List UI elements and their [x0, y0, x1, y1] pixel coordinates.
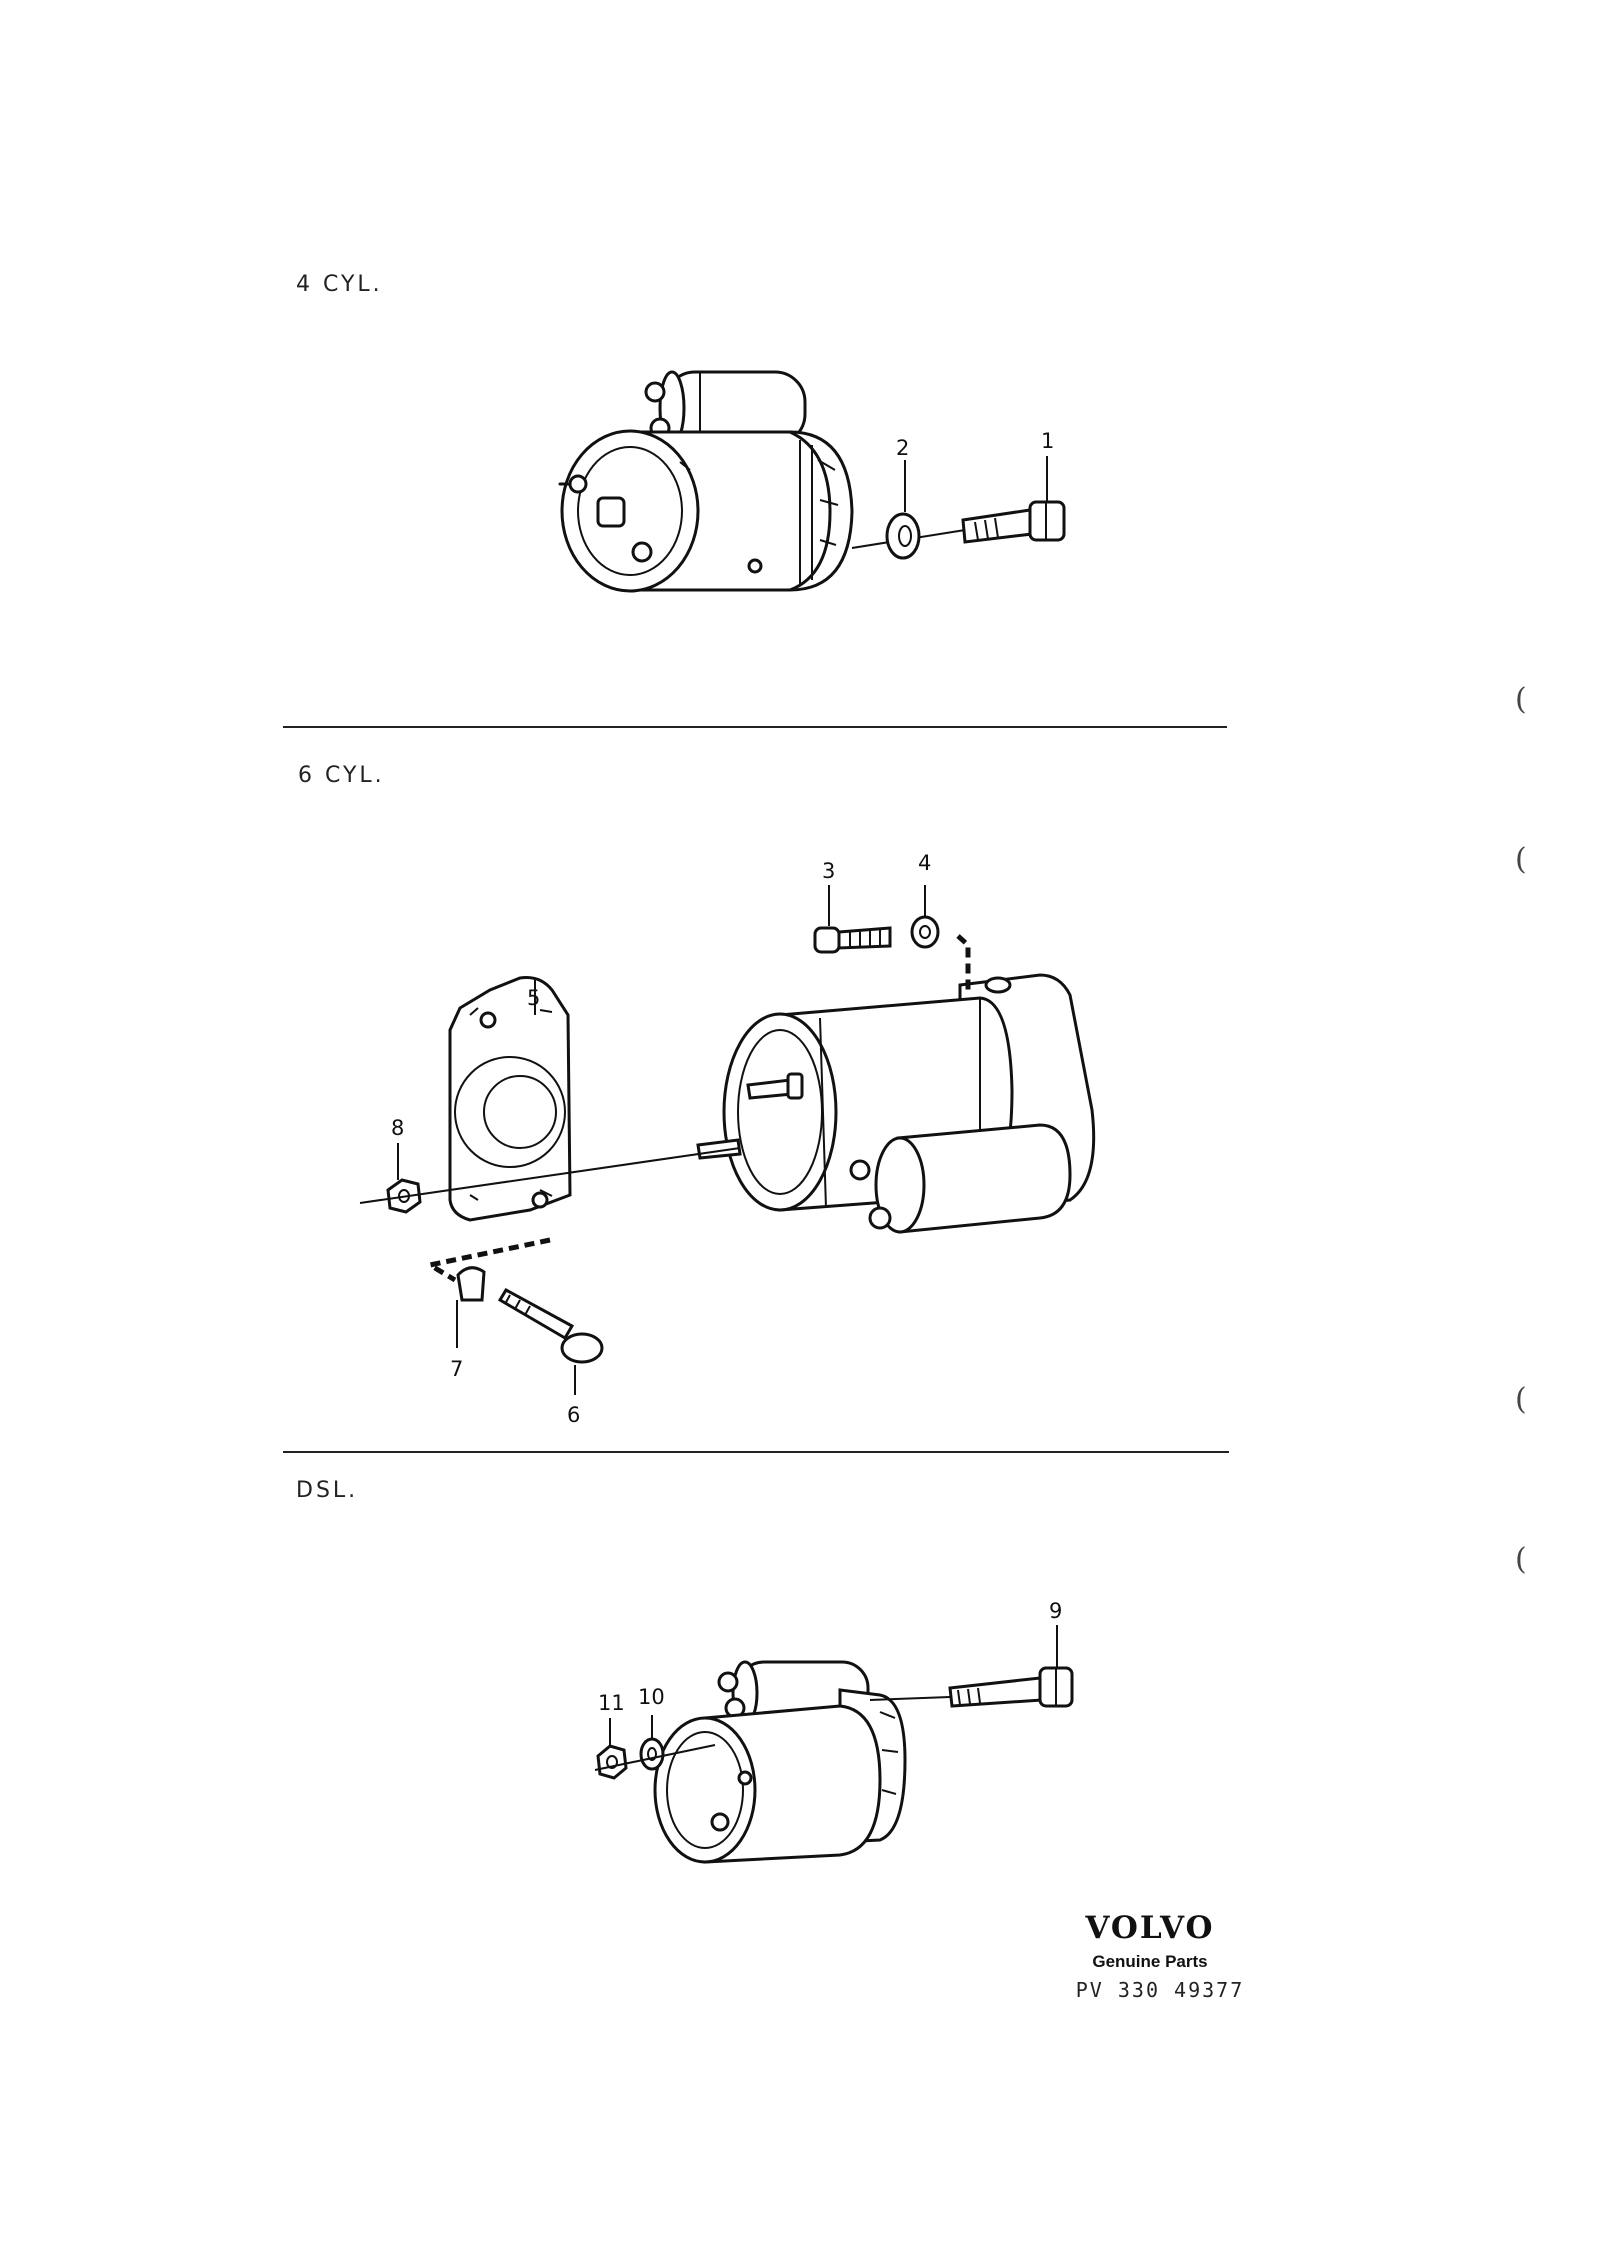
callout-1: 1 [1041, 429, 1054, 453]
assembly-axis-line [869, 1696, 951, 1701]
callout-4: 4 [918, 851, 931, 875]
callout-6: 6 [567, 1403, 580, 1427]
callout-7: 7 [450, 1357, 463, 1381]
callout-5: 5 [527, 986, 540, 1010]
starter-motor-dsl [596, 1660, 1074, 1864]
hidden-line [423, 1237, 551, 1283]
callout-2: 2 [896, 436, 909, 460]
assembly-axis-line [594, 1744, 716, 1771]
callout-8: 8 [391, 1116, 404, 1140]
brand-tagline: Genuine Parts [1092, 1952, 1208, 1971]
margin-mark: ( [1515, 1542, 1527, 1577]
margin-mark: ( [1515, 842, 1527, 877]
callout-3: 3 [822, 859, 835, 883]
callout-10: 10 [638, 1685, 665, 1709]
hidden-line [956, 934, 971, 990]
section-divider [283, 726, 1227, 728]
callout-11: 11 [598, 1691, 625, 1715]
starter-motor-4cyl [558, 370, 1066, 593]
section-label-dsl: DSL. [296, 1478, 359, 1503]
callout-9: 9 [1049, 1599, 1062, 1623]
starter-motor-6cyl [386, 915, 1096, 1364]
volvo-logo: VOLVO [1085, 1910, 1215, 1946]
part-catalog-code: PV 330 49377 [1075, 1978, 1245, 2002]
margin-mark: ( [1515, 1382, 1527, 1417]
section-divider [283, 1451, 1229, 1453]
section-label-4cyl: 4 CYL. [296, 272, 383, 297]
section-label-6cyl: 6 CYL. [298, 763, 385, 788]
assembly-axis-line [359, 1147, 741, 1204]
margin-mark: ( [1515, 682, 1527, 717]
